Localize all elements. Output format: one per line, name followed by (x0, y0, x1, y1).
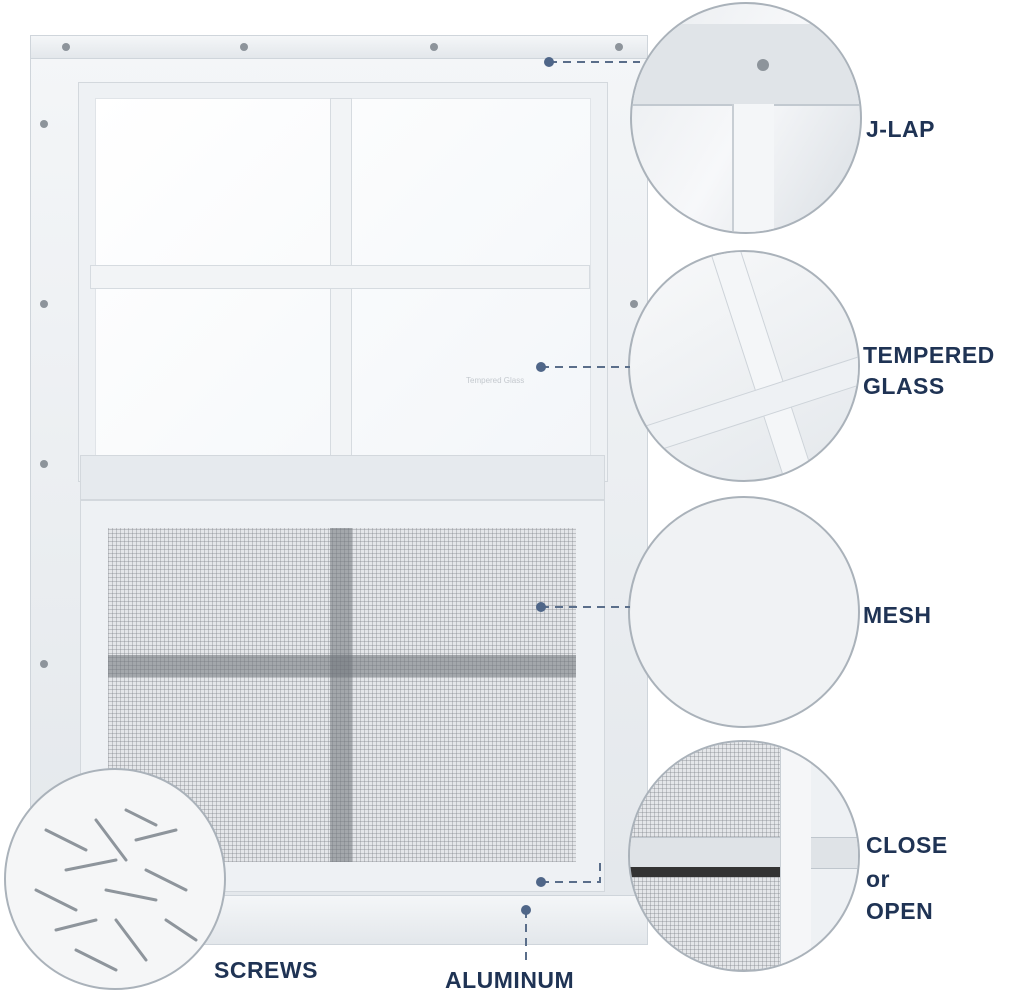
top-flange (30, 35, 648, 59)
screws-icon (34, 808, 198, 972)
screws-detail-circle (4, 768, 226, 990)
tempered-glass-detail-circle (628, 250, 860, 482)
aluminum-label: ALUMINUM (445, 967, 575, 993)
jlap-label: J-LAP (866, 116, 935, 142)
tempered-glass-label-2: GLASS (863, 373, 945, 399)
mesh-label: MESH (863, 602, 932, 628)
mounting-hole (40, 460, 48, 468)
close-open-detail-circle (628, 740, 860, 972)
tempered-glass-label-1: TEMPERED (863, 342, 995, 368)
glass-print-text: Tempered Glass (466, 376, 525, 385)
mounting-hole (40, 300, 48, 308)
mounting-hole (430, 43, 438, 51)
mesh-vertical-bar (330, 528, 352, 862)
sill (80, 455, 605, 500)
jlap-detail-circle (630, 2, 862, 234)
mounting-hole (62, 43, 70, 51)
mounting-hole (630, 300, 638, 308)
close-label: CLOSE (866, 832, 948, 858)
open-label: OPEN (866, 898, 934, 924)
screws-label: SCREWS (214, 957, 318, 983)
mounting-hole (40, 120, 48, 128)
mounting-hole (40, 660, 48, 668)
or-label: or (866, 866, 890, 892)
mounting-hole (615, 43, 623, 51)
mounting-hole (240, 43, 248, 51)
mesh-horizontal-bar (108, 655, 576, 677)
horizontal-muntin (90, 265, 590, 289)
mesh-detail-circle (628, 496, 860, 728)
